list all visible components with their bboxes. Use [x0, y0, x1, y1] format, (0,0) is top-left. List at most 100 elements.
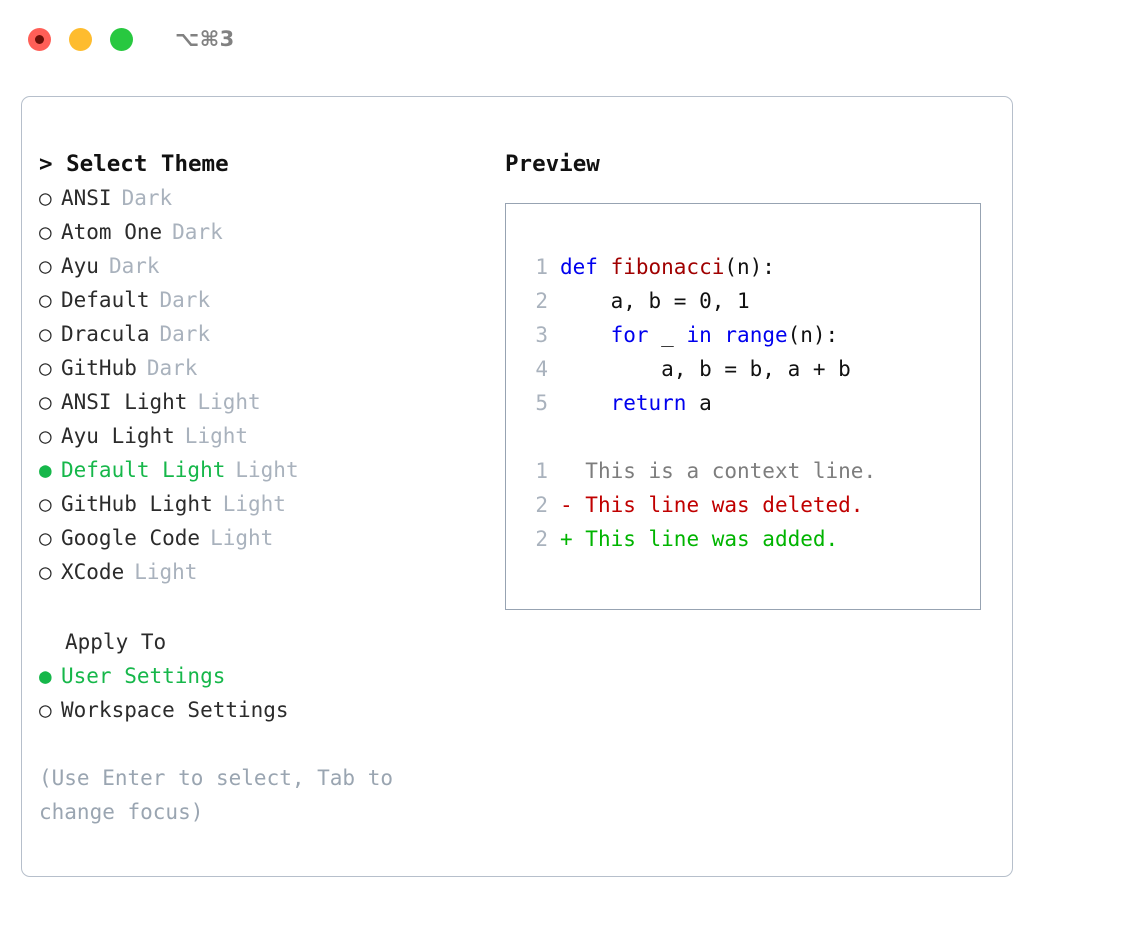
theme-option-kind: Light — [210, 526, 274, 550]
theme-option-row[interactable]: ○ Ayu Dark — [39, 249, 487, 283]
code-line: 3 for _ in range(n): — [520, 318, 980, 352]
theme-option-label: Ayu Light — [61, 424, 175, 448]
theme-option-kind: Light — [235, 458, 299, 482]
theme-option-label: Ayu — [61, 254, 99, 278]
diff-text: This line was deleted. — [572, 493, 864, 517]
radio-unselected-icon[interactable]: ○ — [39, 220, 52, 244]
theme-option-label: GitHub — [61, 356, 137, 380]
diff-text: This line was added. — [572, 527, 839, 551]
diff-line: 2- This line was deleted. — [520, 488, 980, 522]
apply-to-option-label: Workspace Settings — [61, 698, 289, 722]
preview-heading: Preview — [505, 151, 600, 177]
keyboard-hint-text: (Use Enter to select, Tab to change focu… — [39, 766, 406, 824]
code-line: 4 a, b = b, a + b — [520, 352, 980, 386]
theme-option-kind: Dark — [121, 186, 173, 210]
diff-sample: 1 This is a context line.2- This line wa… — [520, 454, 980, 556]
theme-option-label: Atom One — [61, 220, 163, 244]
code-line: 5 return a — [520, 386, 980, 420]
radio-unselected-icon[interactable]: ○ — [39, 424, 52, 448]
radio-selected-icon[interactable]: ● — [39, 458, 52, 482]
line-number: 2 — [535, 527, 548, 551]
theme-option-kind: Dark — [146, 356, 198, 380]
diff-marker: + — [560, 527, 573, 551]
diff-line: 1 This is a context line. — [520, 454, 980, 488]
theme-option-row[interactable]: ○ Ayu Light Light — [39, 419, 487, 453]
code-token: (n): — [787, 323, 839, 347]
theme-option-label: Google Code — [61, 526, 201, 550]
radio-unselected-icon[interactable]: ○ — [39, 356, 52, 380]
theme-option-kind: Dark — [108, 254, 160, 278]
theme-option-row[interactable]: ○ Atom One Dark — [39, 215, 487, 249]
theme-option-label: GitHub Light — [61, 492, 213, 516]
maximize-window-button[interactable] — [110, 27, 133, 51]
code-token: def — [560, 255, 611, 279]
code-token — [712, 323, 725, 347]
theme-option-row[interactable]: ○ Default Dark — [39, 283, 487, 317]
theme-option-kind: Light — [184, 424, 249, 448]
minimize-window-button[interactable] — [69, 27, 92, 51]
radio-unselected-icon[interactable]: ○ — [39, 254, 52, 278]
apply-to-option-row[interactable]: ○ Workspace Settings — [39, 693, 487, 727]
code-token: a — [686, 391, 712, 415]
theme-option-label: XCode — [61, 560, 125, 584]
window-titlebar: ⌥⌘3 — [0, 0, 1140, 78]
code-token: range — [724, 323, 788, 347]
code-token — [560, 391, 611, 415]
code-token: fibonacci — [610, 255, 725, 279]
theme-option-label: ANSI Light — [61, 390, 188, 414]
line-number: 2 — [535, 289, 548, 313]
theme-option-label: Default — [61, 288, 150, 312]
radio-unselected-icon[interactable]: ○ — [39, 322, 52, 346]
radio-unselected-icon[interactable]: ○ — [39, 698, 52, 722]
code-token: in — [686, 323, 712, 347]
code-token: return — [610, 391, 687, 415]
code-token — [560, 323, 611, 347]
radio-unselected-icon[interactable]: ○ — [39, 186, 52, 210]
close-window-button[interactable] — [28, 27, 51, 51]
code-token: a, b = b, a + b — [560, 357, 851, 381]
diff-line: 2 + This line was added. — [520, 522, 980, 556]
theme-option-row[interactable]: ● Default Light Light — [39, 453, 487, 487]
radio-unselected-icon[interactable]: ○ — [39, 390, 52, 414]
theme-option-row[interactable]: ○ Dracula Dark — [39, 317, 487, 351]
select-theme-heading: > Select Theme — [39, 151, 229, 177]
radio-unselected-icon[interactable]: ○ — [39, 288, 52, 312]
theme-option-kind: Dark — [172, 220, 223, 244]
code-diff-spacer — [520, 420, 980, 454]
radio-unselected-icon[interactable]: ○ — [39, 560, 52, 584]
code-token: a, b = 0, 1 — [560, 289, 750, 313]
code-token: for — [610, 323, 649, 347]
diff-marker: - — [560, 493, 573, 517]
keyboard-shortcut-label: ⌥⌘3 — [175, 27, 235, 51]
theme-option-label: Default Light — [61, 458, 226, 482]
line-number: 2 — [535, 493, 548, 517]
code-line: 2 a, b = 0, 1 — [520, 284, 980, 318]
apply-to-heading: Apply To — [65, 630, 167, 654]
theme-option-label: Dracula — [61, 322, 150, 346]
line-number: 4 — [535, 357, 548, 381]
line-number: 1 — [535, 255, 548, 279]
theme-option-kind: Dark — [159, 322, 211, 346]
theme-option-row[interactable]: ○ Google Code Light — [39, 521, 487, 555]
traffic-lights — [28, 27, 133, 51]
line-number: 5 — [535, 391, 548, 415]
radio-selected-icon[interactable]: ● — [39, 664, 52, 688]
apply-to-option-label: User Settings — [61, 664, 226, 688]
radio-unselected-icon[interactable]: ○ — [39, 526, 52, 550]
theme-option-kind: Dark — [159, 288, 211, 312]
radio-unselected-icon[interactable]: ○ — [39, 492, 52, 516]
diff-text: This is a context line. — [572, 459, 877, 483]
apply-to-option-row[interactable]: ● User Settings — [39, 659, 487, 693]
theme-option-row[interactable]: ○ GitHub Dark — [39, 351, 487, 385]
